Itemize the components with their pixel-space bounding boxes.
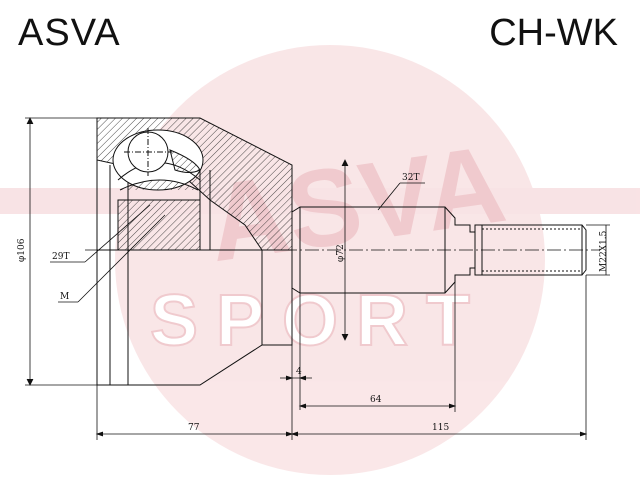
cv-joint-housing [96, 117, 293, 386]
svg-text:SPORT: SPORT [150, 281, 488, 361]
part-number: CH-WK [489, 12, 618, 54]
spline-inner-label: 29T [52, 252, 69, 262]
gap-label: 4 [296, 367, 302, 377]
leader-32t [377, 182, 425, 211]
shaft-diameter-label: φ72 [336, 244, 346, 262]
dim-body-length [95, 385, 294, 440]
leader-29t [50, 204, 151, 263]
thread-label: M22X1.5 [599, 230, 609, 272]
dim-shaft-diameter [341, 159, 349, 341]
body-length-label: 77 [188, 423, 200, 433]
dim-thread [586, 224, 610, 276]
outer-diameter-label: φ106 [17, 238, 27, 262]
brand-title: ASVA [18, 12, 121, 54]
dim-total-length [290, 275, 588, 440]
dim-shaft-length [298, 282, 457, 412]
watermark-logo: ASVA SPORT [0, 45, 640, 475]
dim-outer-diameter [25, 117, 97, 386]
shaft-length-label: 64 [370, 395, 382, 405]
marker-m-label: M [60, 292, 69, 302]
dim-gap [280, 293, 312, 440]
total-length-label: 115 [432, 423, 449, 433]
leader-m [58, 214, 166, 303]
spline-outer-label: 32T [402, 173, 419, 183]
